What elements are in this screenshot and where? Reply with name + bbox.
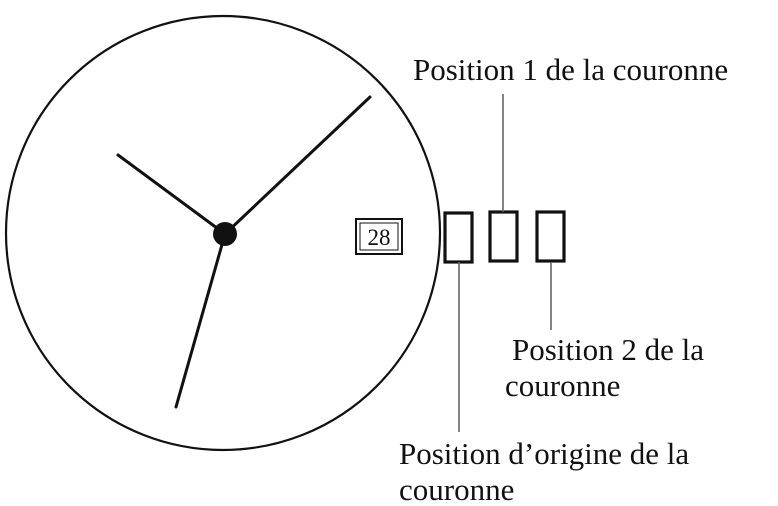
second-hand <box>174 232 227 409</box>
watch-dial <box>4 14 442 452</box>
crown-origin-position <box>443 211 474 264</box>
hour-hand <box>116 153 227 236</box>
label-position-1: Position 1 de la couronne <box>413 52 728 87</box>
date-window <box>355 218 403 255</box>
crown-position-1 <box>488 210 519 263</box>
date-window-number: 28 <box>368 225 391 250</box>
minute-hand <box>223 95 372 236</box>
label-origin-line2: couronne <box>399 472 514 506</box>
label-position-2-line2: couronne <box>505 368 620 403</box>
label-position-2-line1: Position 2 de la <box>512 332 704 367</box>
label-origin-line1: Position d’origine de la <box>399 436 689 471</box>
center-pivot <box>213 222 237 246</box>
crown-position-2 <box>535 210 566 263</box>
